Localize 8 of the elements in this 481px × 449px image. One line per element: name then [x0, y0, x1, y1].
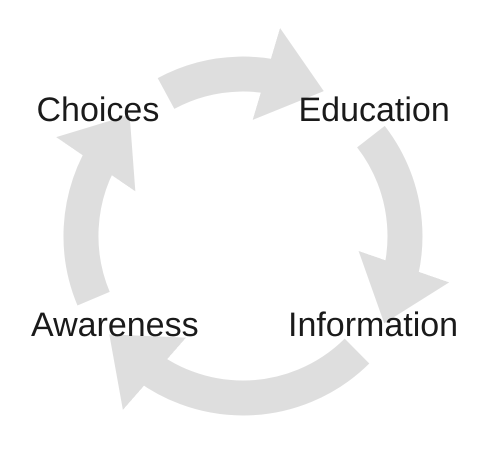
cycle-arrow	[56, 114, 138, 305]
cycle-arrow	[108, 334, 368, 416]
stage-label: Information	[288, 305, 458, 345]
cycle-arrow	[158, 28, 324, 122]
cycle-arrow	[356, 126, 449, 324]
stage-label: Awareness	[31, 305, 199, 345]
stage-label: Education	[298, 90, 450, 130]
stage-label: Choices	[36, 90, 160, 130]
